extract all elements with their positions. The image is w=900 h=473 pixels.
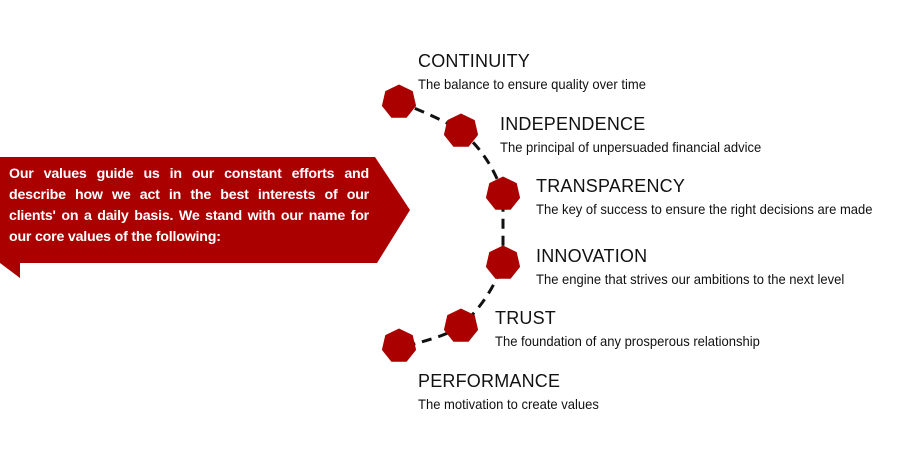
value-description: The foundation of any prosperous relatio… <box>495 333 760 349</box>
value-continuity: CONTINUITY The balance to ensure quality… <box>418 50 663 94</box>
heptagon-marker-icon <box>485 245 521 279</box>
value-description: The motivation to create values <box>418 396 599 412</box>
heptagon-marker-icon <box>443 308 479 342</box>
value-description: The engine that strives our ambitions to… <box>536 271 845 287</box>
dashed-arc-connector <box>384 100 505 352</box>
value-independence: INDEPENDENCE The principal of unpersuade… <box>500 113 781 157</box>
value-description: The balance to ensure quality over time <box>418 76 646 92</box>
value-title: INDEPENDENCE <box>500 114 646 134</box>
heptagon-marker-icon <box>443 113 479 147</box>
value-title: TRANSPARENCY <box>536 176 686 196</box>
value-performance: PERFORMANCE The motivation to create val… <box>418 370 613 414</box>
value-title: INNOVATION <box>536 246 648 266</box>
value-title: TRUST <box>495 308 556 328</box>
value-transparency: TRANSPARENCY The key of success to ensur… <box>536 175 898 219</box>
intro-arrow-shape <box>0 157 410 278</box>
value-description: The key of success to ensure the right d… <box>536 201 873 217</box>
intro-text: Our values guide us in our constant effo… <box>9 166 369 245</box>
heptagon-marker-icon <box>381 328 417 362</box>
value-description: The principal of unpersuaded financial a… <box>500 139 762 155</box>
value-title: CONTINUITY <box>418 51 530 71</box>
value-title: PERFORMANCE <box>418 371 561 391</box>
value-innovation: INNOVATION The engine that strives our a… <box>536 245 868 289</box>
heptagon-marker-icon <box>381 84 417 118</box>
value-trust: TRUST The foundation of any prosperous r… <box>495 307 780 351</box>
heptagon-marker-icon <box>485 176 521 210</box>
